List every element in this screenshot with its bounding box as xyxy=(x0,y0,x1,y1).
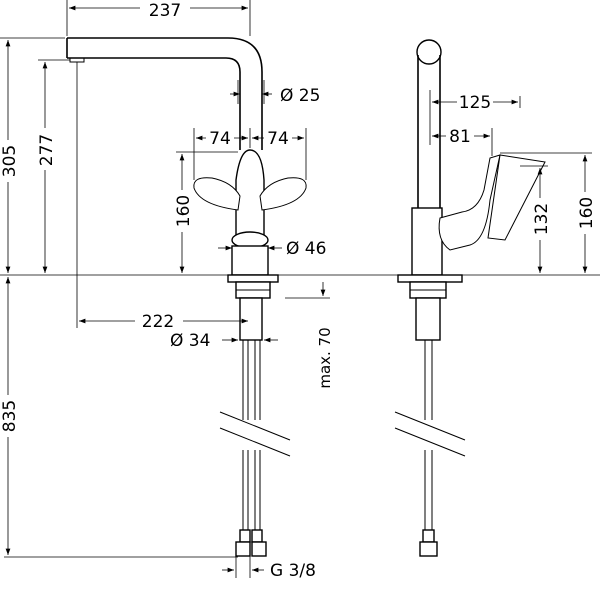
dim-d46: Ø 46 xyxy=(286,239,326,259)
lever-right-position xyxy=(259,177,307,211)
dim-81: 81 xyxy=(449,127,471,147)
side-base-plate xyxy=(397,274,463,283)
dim-160-front: 160 xyxy=(174,195,194,227)
dim-125: 125 xyxy=(459,93,491,113)
dim-305: 305 xyxy=(0,145,20,177)
body-base xyxy=(231,245,269,276)
side-body xyxy=(411,207,443,276)
spout-outline xyxy=(66,37,263,150)
side-lever-ghost xyxy=(487,154,546,241)
faucet-body xyxy=(235,149,265,246)
dim-74-left: 74 xyxy=(209,129,231,149)
supply-hoses xyxy=(219,340,291,557)
dim-max-70: max. 70 xyxy=(316,327,334,388)
dim-d34: Ø 34 xyxy=(170,331,210,351)
hose-fitting-left xyxy=(235,541,251,557)
dim-277: 277 xyxy=(37,134,57,166)
base-plate xyxy=(227,274,279,283)
dim-74-right: 74 xyxy=(267,129,289,149)
dim-132: 132 xyxy=(532,203,552,235)
dim-d25: Ø 25 xyxy=(280,86,320,106)
side-lever xyxy=(438,154,501,251)
lever-left-position xyxy=(193,177,241,211)
dim-160-side: 160 xyxy=(577,197,597,229)
dim-g38: G 3/8 xyxy=(270,561,316,581)
dim-835: 835 xyxy=(0,400,20,432)
front-view: 237 Ø 25 305 277 74 74 160 Ø 46 222 Ø 34 xyxy=(0,0,334,581)
side-view: 125 81 132 160 xyxy=(394,39,597,557)
hose-fitting-right xyxy=(251,541,267,557)
dim-237: 237 xyxy=(149,1,181,21)
side-hose xyxy=(394,340,466,557)
spout-end xyxy=(416,39,442,65)
shank xyxy=(239,297,263,341)
dim-222: 222 xyxy=(142,312,174,332)
